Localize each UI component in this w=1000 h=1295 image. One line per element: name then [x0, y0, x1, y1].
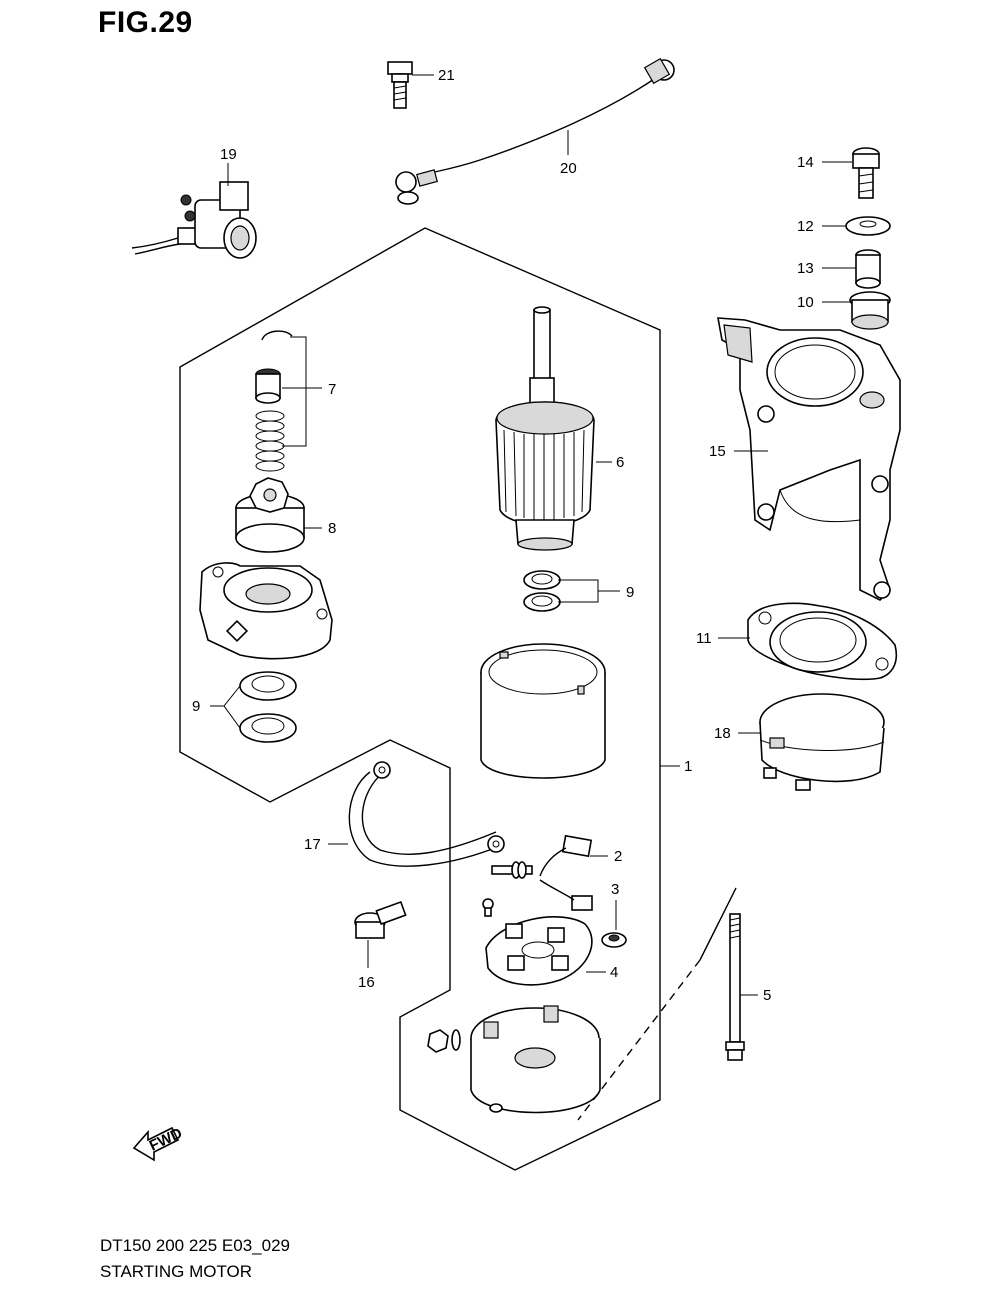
callout-17: 17	[304, 836, 321, 853]
fwd-arrow-label: FWD	[147, 1125, 185, 1155]
callout-7: 7	[328, 381, 336, 398]
callout-21: 21	[438, 67, 455, 84]
callout-14: 14	[797, 154, 814, 171]
callout-9-right: 9	[626, 584, 634, 601]
cable-20	[395, 57, 675, 205]
callout-15: 15	[709, 443, 726, 460]
pinion-8	[235, 477, 305, 553]
washer-9-left-top	[239, 671, 297, 701]
collar-7	[255, 368, 281, 404]
bolt-14	[852, 147, 880, 199]
callout-10: 10	[797, 294, 814, 311]
callout-13: 13	[797, 260, 814, 277]
callout-3: 3	[611, 881, 619, 898]
callout-20: 20	[560, 160, 577, 177]
washer-9-right-bottom	[523, 592, 561, 612]
section-name: STARTING MOTOR	[100, 1262, 253, 1281]
figure-title: FIG.29	[98, 6, 193, 39]
brush-holder-4	[482, 898, 593, 986]
callout-6: 6	[616, 454, 624, 471]
collar-13	[855, 249, 881, 289]
nut-and-washer	[427, 1029, 461, 1053]
leader-lines	[210, 74, 856, 996]
fwd-arrow-icon	[132, 1126, 180, 1162]
bolt-alignment-line	[699, 887, 737, 961]
holder-3	[601, 932, 627, 948]
bushing-10	[849, 291, 891, 330]
clip-7	[261, 330, 293, 341]
flange-11	[747, 602, 898, 681]
bracket-15	[717, 317, 901, 601]
spring-7	[255, 410, 285, 472]
callout-9-left: 9	[192, 698, 200, 715]
callout-19: 19	[220, 146, 237, 163]
callout-2: 2	[614, 848, 622, 865]
callout-1: 1	[684, 758, 692, 775]
callout-16: 16	[358, 974, 375, 991]
washer-12	[845, 216, 891, 236]
callout-4: 4	[610, 964, 618, 981]
washer-9-left-bottom	[239, 713, 297, 743]
bolt-16	[354, 900, 407, 939]
armature-6	[495, 306, 595, 551]
callout-5: 5	[763, 987, 771, 1004]
yoke	[480, 643, 606, 779]
brush-lead-2	[491, 834, 593, 911]
callout-8: 8	[328, 520, 336, 537]
bolt-alignment-line-dashed	[577, 959, 701, 1121]
callout-18: 18	[714, 725, 731, 742]
rear-cover	[470, 1005, 601, 1114]
band-18	[759, 693, 885, 791]
washer-9-right-top	[523, 570, 561, 590]
strap-17	[348, 761, 505, 867]
bolt-21	[387, 61, 413, 109]
through-bolt-5	[725, 913, 745, 1061]
front-housing	[199, 562, 333, 660]
model-code: DT150 200 225 E03_029	[100, 1236, 290, 1255]
solenoid-19	[131, 181, 257, 259]
callout-12: 12	[797, 218, 814, 235]
callout-11: 11	[696, 630, 712, 647]
assembly-outline	[179, 227, 661, 1171]
